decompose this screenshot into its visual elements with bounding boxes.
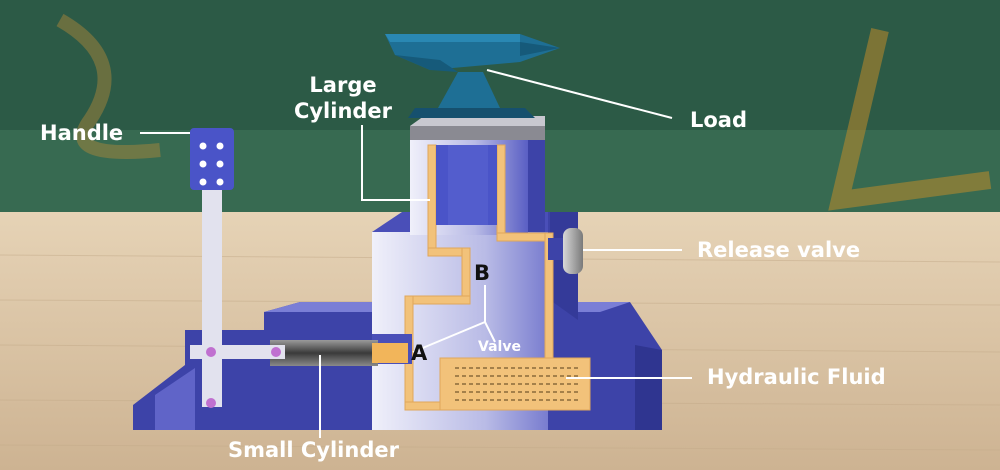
small-cylinder-label: Small Cylinder [228, 438, 399, 462]
large-cylinder-label-line1: Large [309, 73, 377, 97]
small-piston [372, 343, 408, 363]
large-cylinder-label-line2: Cylinder [293, 99, 393, 123]
leader-lines [140, 69, 692, 438]
large-cylinder-label: Large Cylinder [294, 72, 392, 124]
release-valve-knob [563, 228, 583, 274]
point-b-label: B [474, 261, 490, 285]
load-label: Load [690, 108, 748, 132]
handle-bar [202, 185, 222, 407]
hydraulic-fluid-label: Hydraulic Fluid [707, 365, 886, 389]
handle-grip [190, 128, 234, 190]
point-a-label: A [411, 341, 428, 365]
valve-label: Valve [478, 339, 521, 355]
handle-label: Handle [40, 121, 124, 145]
release-valve-label: Release valve [697, 238, 861, 262]
small-cylinder [270, 340, 378, 366]
anvil-load [385, 34, 560, 118]
